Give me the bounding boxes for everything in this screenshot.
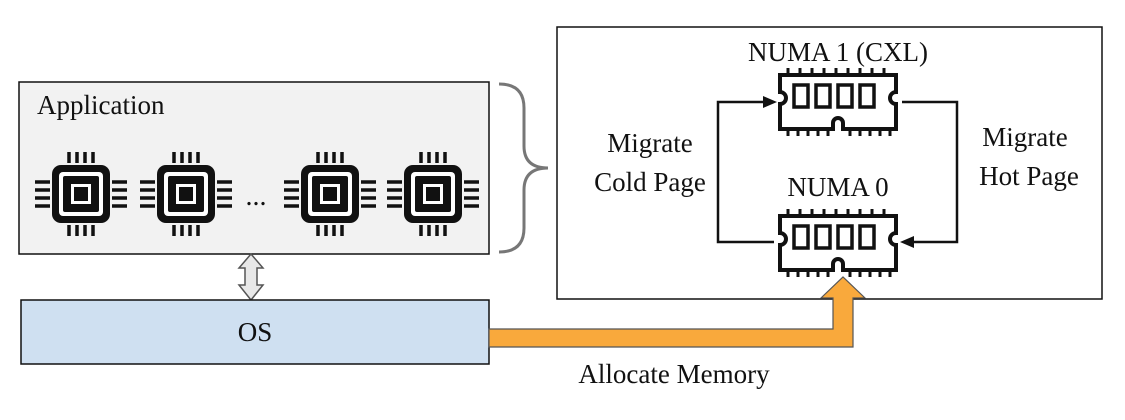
- migrate-hot-arrow: [902, 100, 959, 244]
- allocate-memory-arrow: [488, 276, 867, 348]
- os-box: [20, 299, 490, 365]
- migrate-cold-arrowhead: [763, 96, 777, 108]
- migrate-hot-arrowhead: [900, 236, 914, 248]
- numa0-label: NUMA 0: [787, 172, 888, 202]
- numa1-label: NUMA 1 (CXL): [748, 37, 928, 67]
- app-os-double-arrow: [237, 252, 265, 302]
- cpu-ellipsis: ...: [246, 181, 267, 212]
- allocate-memory-label: Allocate Memory: [578, 359, 770, 389]
- migrate-hot-line1: Migrate: [982, 122, 1067, 152]
- os-label: OS: [238, 317, 273, 347]
- migrate-cold-line1: Migrate: [607, 128, 692, 158]
- migrate-cold-line2: Cold Page: [594, 167, 706, 197]
- migrate-cold-arrow: [716, 100, 774, 244]
- application-label: Application: [37, 90, 165, 120]
- memory-box: [556, 26, 1103, 300]
- migrate-hot-line2: Hot Page: [979, 161, 1079, 191]
- grouping-brace: [498, 82, 549, 254]
